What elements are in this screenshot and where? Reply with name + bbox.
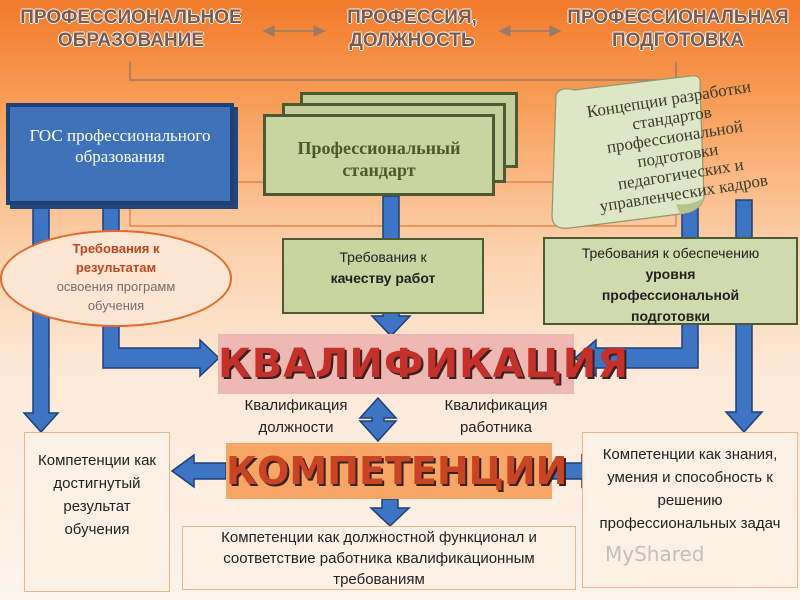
arrow-qual-komp-double	[358, 396, 398, 443]
header-prof-training: ПРОФЕССИОНАЛЬНАЯ ПОДГОТОВКА	[567, 7, 789, 51]
arrow-komp-down	[369, 498, 411, 528]
gos-box: ГОС профессионального образования	[6, 103, 234, 205]
header-prof-education: ПРОФЕССИОНАЛЬНОЕ ОБРАЗОВАНИЕ	[20, 7, 242, 51]
qualification-title: КВАЛИФИКАЦИЯ	[218, 334, 628, 394]
requirements-oval: Требования к результатам освоения програ…	[0, 230, 232, 327]
competence-functional-box: Компетенции как должностной функционал и…	[182, 526, 576, 590]
provision-line-2: уровня профессиональной подготовки	[601, 266, 740, 324]
quality-line-1: Требования к	[339, 249, 427, 265]
competence-result-box: Компетенции как достигнутый результат об…	[24, 432, 170, 592]
oval-bold-text: Требования к результатам	[72, 241, 160, 275]
provision-line-1: Требования к обеспечению	[581, 245, 760, 261]
arrow-komp-left	[170, 453, 227, 489]
quality-requirements-box: Требования к качеству работ	[282, 238, 484, 314]
oval-rest-text: освоения программ обучения	[56, 279, 176, 313]
scroll-curl	[676, 198, 704, 214]
header-bracket	[129, 62, 677, 81]
label-position-qualification: Квалификация должности	[244, 397, 348, 436]
quality-line-2: качеству работ	[330, 270, 436, 286]
standard-box: Профессиональный стандарт	[263, 114, 495, 196]
provision-requirements-box: Требования к обеспечению уровня професси…	[543, 237, 798, 325]
scroll-text: Концепции разработки стандартов професси…	[585, 77, 769, 216]
header-profession: ПРОФЕССИЯ, ДОЛЖНОСТЬ	[347, 7, 477, 51]
competence-knowledge-box: Компетенции как знания, умения и способн…	[582, 432, 798, 588]
label-worker-qualification: Квалификация работника	[444, 397, 548, 436]
watermark-logo: MyShared	[605, 542, 705, 566]
link-bottom-loop	[129, 208, 677, 227]
competence-title: КОМПЕТЕНЦИИ	[226, 443, 567, 499]
